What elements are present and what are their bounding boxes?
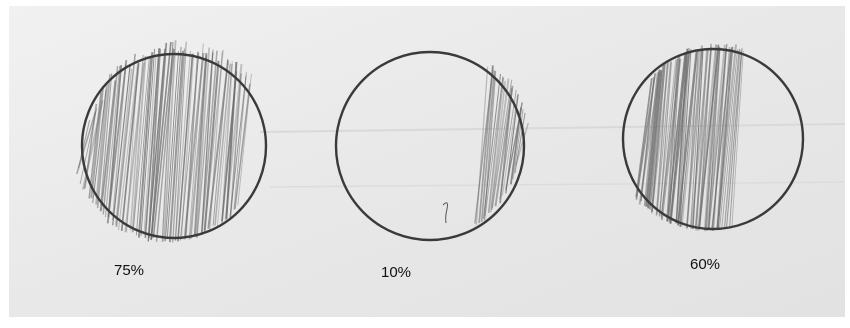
circle-2-percent-label: 10% xyxy=(381,264,411,281)
circle-3-percent-label: 60% xyxy=(690,256,720,273)
circle-1-percent-label: 75% xyxy=(114,262,144,279)
